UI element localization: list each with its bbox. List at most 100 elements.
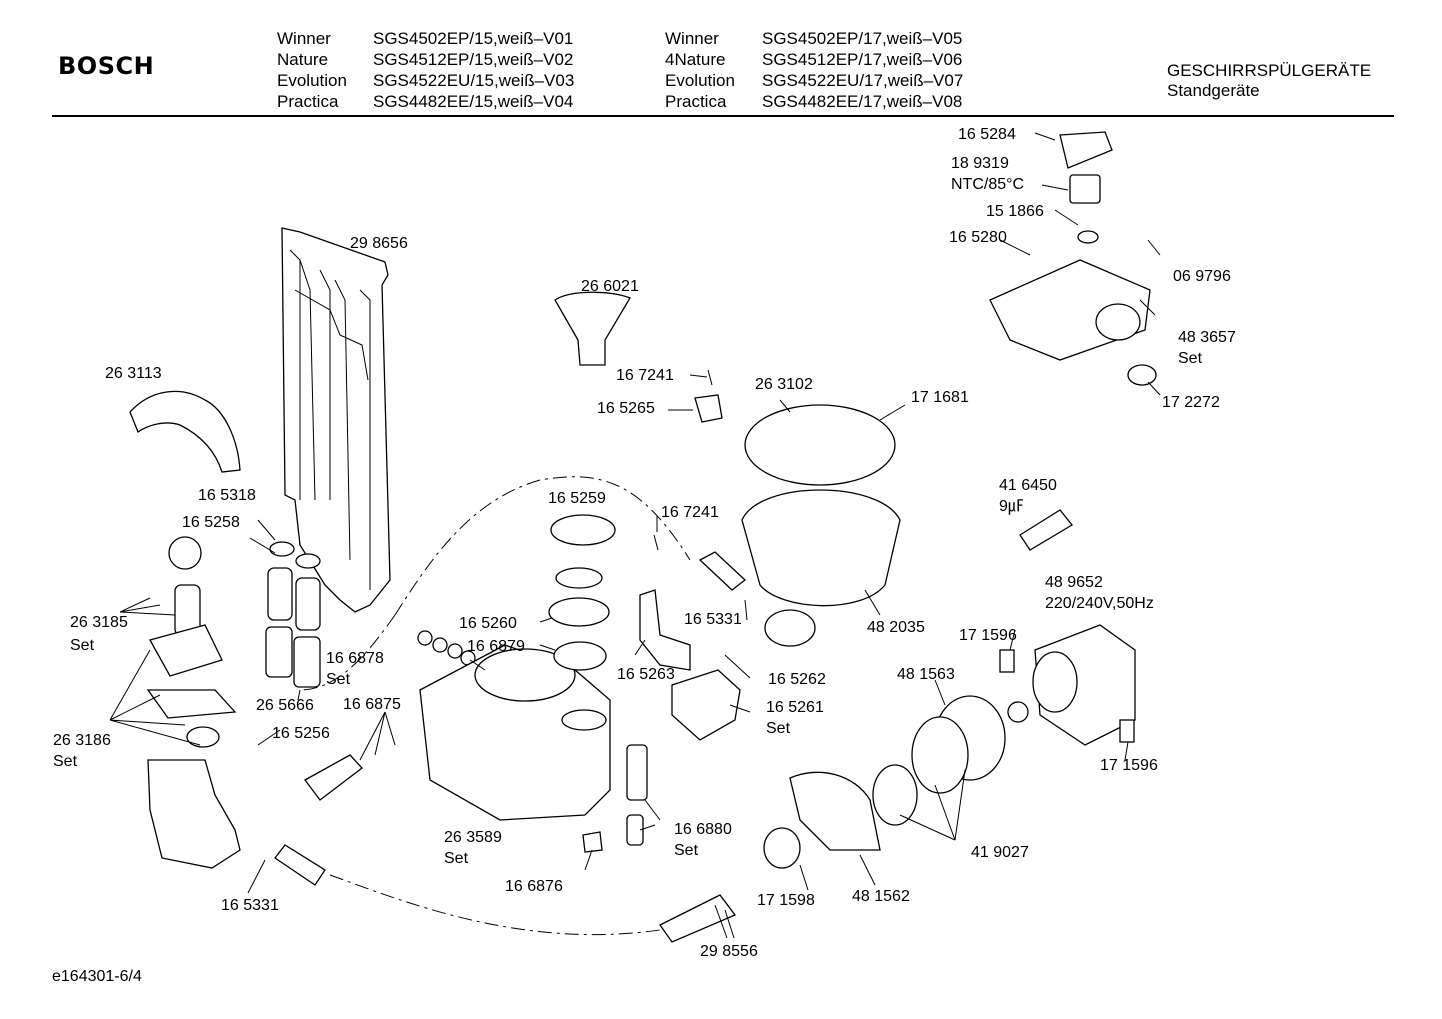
part-label: 16 7241 [661, 504, 719, 521]
part-label: 17 1681 [911, 389, 969, 406]
part-label: 17 1596 [1100, 757, 1158, 774]
clip-part [1119, 719, 1135, 743]
part-label: 41 6450 [999, 477, 1057, 494]
circulation-pump-part [763, 695, 1006, 869]
sensor-part [626, 744, 648, 846]
part-label: 48 9652 [1045, 574, 1103, 591]
brand-logo: BOSCH [58, 52, 155, 80]
part-label: 16 6880 [674, 821, 732, 838]
sump-part [741, 404, 901, 647]
model-number: SGS4502EP/17,weiß–V05 [762, 29, 963, 48]
model-number: SGS4522EU/15,weiß–V03 [373, 71, 575, 90]
part-label: 18 9319 [951, 155, 1009, 172]
series-name: Evolution [665, 71, 735, 90]
part-label: 16 5265 [597, 400, 655, 417]
part-label: 16 6875 [343, 696, 401, 713]
pad-set-part [417, 630, 476, 666]
part-label: 16 5261 [766, 699, 824, 716]
screw-part [707, 369, 713, 386]
pressure-switch-part [671, 669, 741, 741]
part-label: 16 5256 [272, 725, 330, 742]
part-label: 16 5284 [958, 126, 1016, 143]
part-label: 16 5263 [617, 666, 675, 683]
part-label: 26 6021 [581, 278, 639, 295]
part-label: 26 3113 [105, 365, 162, 382]
motor-part [1007, 624, 1136, 746]
softener-rings-part [265, 541, 321, 688]
model-series-column-1: Winner Nature Evolution Practica [277, 28, 347, 112]
part-label: 17 2272 [1162, 394, 1220, 411]
screw-part [653, 534, 659, 551]
part-label: 16 5331 [221, 897, 279, 914]
part-label: 29 8656 [350, 235, 408, 252]
model-number-column-2: SGS4502EP/17,weiß–V05 SGS4512EP/17,weiß–… [762, 28, 963, 112]
part-label: 06 9796 [1173, 268, 1231, 285]
part-label: 48 1563 [897, 666, 955, 683]
series-name: Winner [277, 29, 331, 48]
part-label: 26 5666 [256, 697, 314, 714]
document-id: e164301-6/4 [52, 968, 142, 985]
distributor-panel-part [281, 227, 391, 613]
part-label: Set [444, 850, 469, 867]
corrugated-hose-part [274, 844, 326, 886]
part-label: 16 5331 [684, 611, 742, 628]
part-label: Set [674, 842, 699, 859]
part-label: Set [70, 637, 95, 654]
model-series-column-2: Winner 4Nature Evolution Practica [665, 28, 735, 112]
part-label: 17 1596 [959, 627, 1017, 644]
corrugated-hose-part [659, 894, 737, 943]
part-label: 17 1598 [757, 892, 815, 909]
model-number: SGS4512EP/17,weiß–V06 [762, 50, 963, 69]
part-label: 26 3589 [444, 829, 502, 846]
funnel-part [554, 291, 631, 366]
part-label: 9㎌ [999, 498, 1024, 515]
model-number: SGS4502EP/15,weiß–V01 [373, 29, 574, 48]
model-number: SGS4522EU/17,weiß–V07 [762, 71, 964, 90]
part-label: 26 3102 [755, 376, 813, 393]
bracket-part [639, 589, 691, 671]
part-label: 41 9027 [971, 844, 1029, 861]
series-name: 4Nature [665, 50, 726, 69]
part-label: Set [766, 720, 791, 737]
part-label: Set [1178, 350, 1203, 367]
clip-part [582, 831, 603, 853]
brine-valve-part [146, 536, 241, 869]
series-name: Winner [665, 29, 719, 48]
leader-lines [109, 132, 1161, 939]
category-subtitle: Standgeräte [1167, 81, 1260, 100]
model-number: SGS4482EE/15,weiß–V04 [373, 92, 574, 111]
part-label: 16 6879 [467, 638, 525, 655]
model-number: SGS4482EE/17,weiß–V08 [762, 92, 963, 111]
hose-route-line [299, 476, 691, 936]
part-label: 15 1866 [986, 203, 1044, 220]
series-name: Practica [665, 92, 727, 111]
corrugated-hose-part [698, 551, 747, 591]
part-label: NTC/85°C [951, 176, 1024, 193]
clip-part [999, 649, 1015, 673]
part-label: 16 5258 [182, 514, 240, 531]
series-name: Evolution [277, 71, 347, 90]
series-name: Practica [277, 92, 339, 111]
part-label: 48 3657 [1178, 329, 1236, 346]
header-divider [52, 115, 1394, 117]
model-number-column-1: SGS4502EP/15,weiß–V01 SGS4512EP/15,weiß–… [373, 28, 574, 112]
part-label: 16 5280 [949, 229, 1007, 246]
cover-part [129, 390, 241, 473]
part-label: Set [53, 753, 78, 770]
series-name: Nature [277, 50, 329, 69]
part-label: Set [326, 671, 351, 688]
part-label: 16 5260 [459, 615, 517, 632]
category-title: GESCHIRRSPÜLGERÄTE [1167, 61, 1372, 80]
clamp-part [694, 394, 723, 423]
water-softener-part [419, 644, 611, 821]
part-label: 29 8556 [700, 943, 758, 960]
model-number: SGS4512EP/15,weiß–V02 [373, 50, 574, 69]
heater-valve-group-part [989, 131, 1157, 386]
valve-part [304, 754, 363, 801]
part-label: 48 2035 [867, 619, 925, 636]
part-label: 16 6876 [505, 878, 563, 895]
part-label: 220/240V,50Hz [1045, 595, 1154, 612]
salt-cap-part [548, 514, 616, 671]
part-label: 16 5262 [768, 671, 826, 688]
